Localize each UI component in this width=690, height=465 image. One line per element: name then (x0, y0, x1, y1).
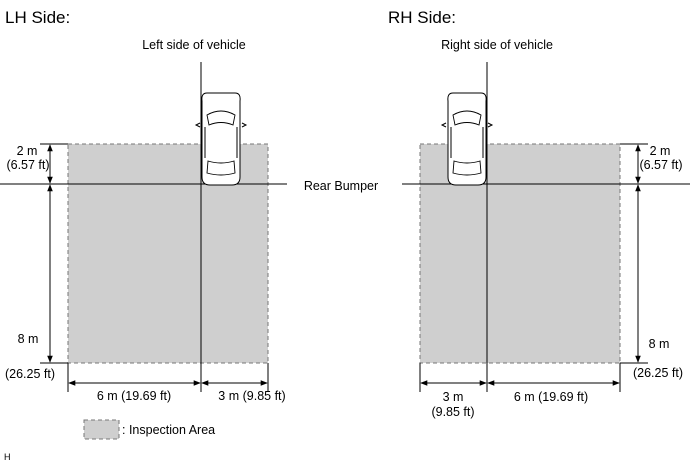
rh-dim-2m-ft: (6.57 ft) (639, 158, 682, 172)
rear-bumper-label: Rear Bumper (304, 179, 378, 193)
rh-side-label: Right side of vehicle (441, 38, 553, 52)
legend-swatch (83, 419, 120, 440)
lh-dim-3m: 3 m (9.85 ft) (218, 389, 285, 403)
figure-code: H (4, 452, 11, 462)
lh-side-panel: LH Side: Left side of vehicle 2 m (6.57 … (0, 8, 287, 403)
rh-title: RH Side: (388, 8, 456, 27)
rh-dim-8m: 8 m (649, 337, 670, 351)
rh-dim-8m-ft: (26.25 ft) (633, 366, 683, 380)
rh-dim-2m: 2 m (650, 144, 671, 158)
lh-dim-6m: 6 m (19.69 ft) (97, 389, 171, 403)
legend: : Inspection Area (83, 419, 215, 440)
rh-vehicle-icon (441, 92, 493, 186)
lh-dim-2m-ft: (6.57 ft) (6, 158, 49, 172)
lh-title: LH Side: (5, 8, 70, 27)
legend-label: : Inspection Area (122, 423, 215, 437)
lh-dim-8m: 8 m (18, 332, 39, 346)
rh-dim-6m: 6 m (19.69 ft) (514, 390, 588, 404)
rh-dim-3m-ft: (9.85 ft) (431, 405, 474, 419)
lh-vehicle-icon (195, 92, 247, 186)
rh-side-panel: RH Side: Right side of vehicle 2 m (6.57… (388, 8, 690, 419)
lh-dim-2m: 2 m (17, 144, 38, 158)
lh-side-label: Left side of vehicle (142, 38, 246, 52)
rh-dim-3m: 3 m (443, 390, 464, 404)
lh-dim-8m-ft: (26.25 ft) (5, 367, 55, 381)
